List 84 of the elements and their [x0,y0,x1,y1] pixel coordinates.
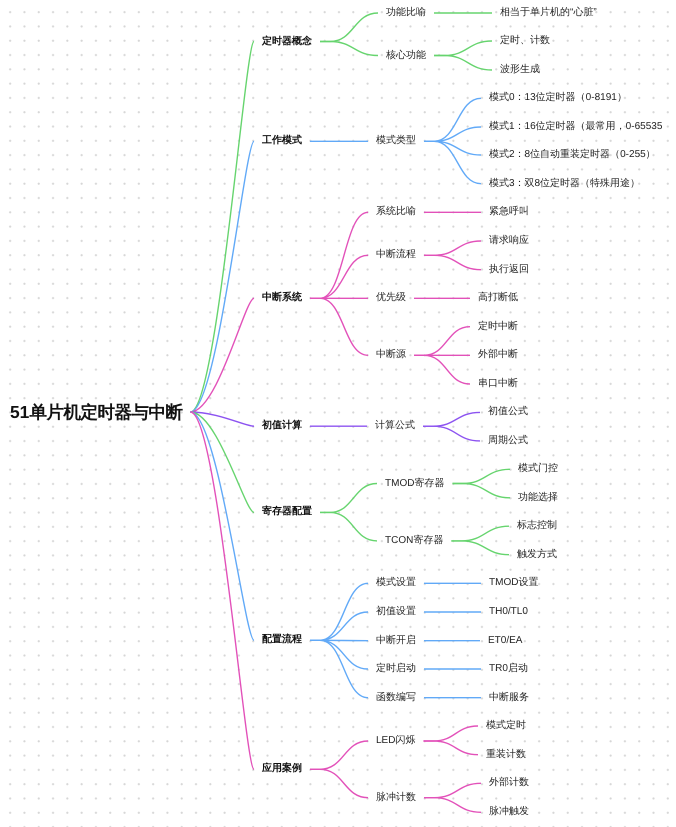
main-topic: 配置流程 [258,633,306,648]
detail-text: 标志控制 [513,519,561,534]
detail-text: 脉冲触发 [485,805,533,820]
subtopic: 定时启动 [372,662,420,676]
main-topic: 中断系统 [258,291,306,306]
subtopic: 中断源 [372,348,410,362]
branch-line [424,611,481,613]
detail-text: 外部中断 [474,348,522,362]
subtopic: 中断开启 [372,634,420,648]
detail-text: 定时中断 [474,320,522,334]
detail-text: 触发方式 [513,548,561,562]
main-topic: 定时器概念 [258,34,316,48]
subtopic: 模式类型 [372,134,420,148]
branch-line [424,140,482,184]
branch-line [310,640,368,698]
branch-line [320,40,378,56]
branch-line [452,482,510,498]
detail-text: 模式1：16位定时器（最常用，0-65535 [485,120,666,134]
branch-line [190,140,255,413]
subtopic: TCON寄存器 [381,534,448,548]
branch-line [190,41,255,412]
detail-text: 执行返回 [485,262,533,277]
detail-text: 模式定时 [482,719,530,733]
subtopic: 计算公式 [371,419,419,434]
detail-text: 初值公式 [484,405,532,420]
branch-line [424,582,481,584]
branch-line [310,140,368,142]
main-topic: 初值计算 [258,419,306,434]
branch-line [320,512,378,542]
branch-line [434,12,492,14]
subtopic: 初值设置 [372,605,420,619]
detail-text: 功能选择 [514,490,562,505]
branch-line [190,411,254,513]
detail-text: 定时、计数 [496,34,554,48]
main-topic: 应用案例 [258,762,306,776]
subtopic: LED闪烁 [372,734,420,748]
subtopic: TMOD寄存器 [381,476,448,490]
branch-line [190,411,255,641]
detail-text: TR0启动 [485,662,532,676]
detail-text: 相当于单片机的“心脏” [496,6,601,20]
central-topic: 51单片机定时器与中断 [6,401,186,423]
detail-text: 模式0：13位定时器（0-8191） [485,91,631,106]
subtopic: 脉冲计数 [372,790,420,805]
subtopic: 系统比喻 [372,205,420,220]
branch-line [434,54,492,71]
detail-text: 请求响应 [485,234,533,248]
branch-line [310,768,368,798]
subtopic: 模式设置 [372,576,420,590]
subtopic: 中断流程 [372,248,420,262]
detail-text: 周期公式 [484,434,532,448]
branch-line [414,354,470,385]
detail-text: 紧急呼叫 [485,205,533,220]
detail-text: 中断服务 [485,690,533,705]
branch-line [424,254,482,270]
branch-line [414,298,470,299]
branch-line [451,540,510,556]
subtopic: 核心功能 [382,48,430,62]
branch-line [190,298,254,413]
branch-line [310,425,367,427]
detail-text: 重装计数 [482,748,530,762]
detail-text: 波形生成 [496,63,544,77]
detail-text: TH0/TL0 [485,605,532,619]
branch-line [424,797,482,813]
subtopic: 优先级 [372,291,410,306]
detail-text: 外部计数 [485,776,533,790]
detail-text: 串口中断 [474,377,522,391]
detail-text: 模式2：8位自动重装定时器（0-255） [485,148,660,162]
branch-line [423,740,478,756]
branch-line [424,668,481,670]
detail-text: TMOD设置 [485,576,542,590]
detail-text: 模式3：双8位定时器（特殊用途） [485,176,644,191]
branch-line [190,412,255,770]
detail-text: 高打断低 [474,291,522,306]
detail-text: ET0/EA [484,634,526,648]
main-topic: 寄存器配置 [258,505,316,520]
branch-line [424,212,481,213]
branch-line [424,696,481,698]
branch-line [424,640,480,642]
detail-text: 模式门控 [514,462,562,476]
branch-line [310,298,368,356]
main-topic: 工作模式 [258,134,306,148]
branch-line [423,426,480,442]
subtopic: 函数编写 [372,690,420,705]
subtopic: 功能比喻 [382,6,430,20]
